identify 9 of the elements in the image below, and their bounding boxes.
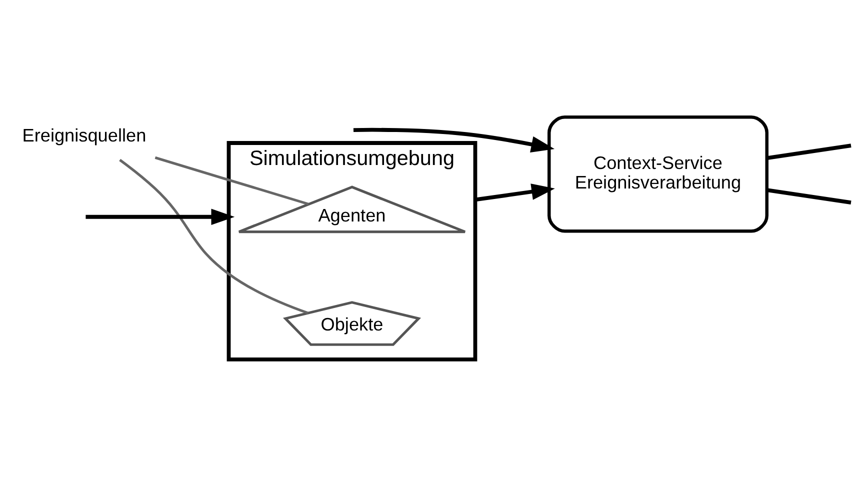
connector	[154, 156, 309, 205]
arrow	[86, 208, 235, 225]
arrow	[474, 183, 555, 202]
connector	[119, 158, 309, 314]
arrow	[353, 127, 555, 152]
node-text: Ereignisquellen	[22, 124, 146, 145]
connector	[766, 188, 852, 204]
node-box: Context-Service Ereignisverarbeitung	[548, 114, 768, 232]
connector	[766, 143, 852, 160]
